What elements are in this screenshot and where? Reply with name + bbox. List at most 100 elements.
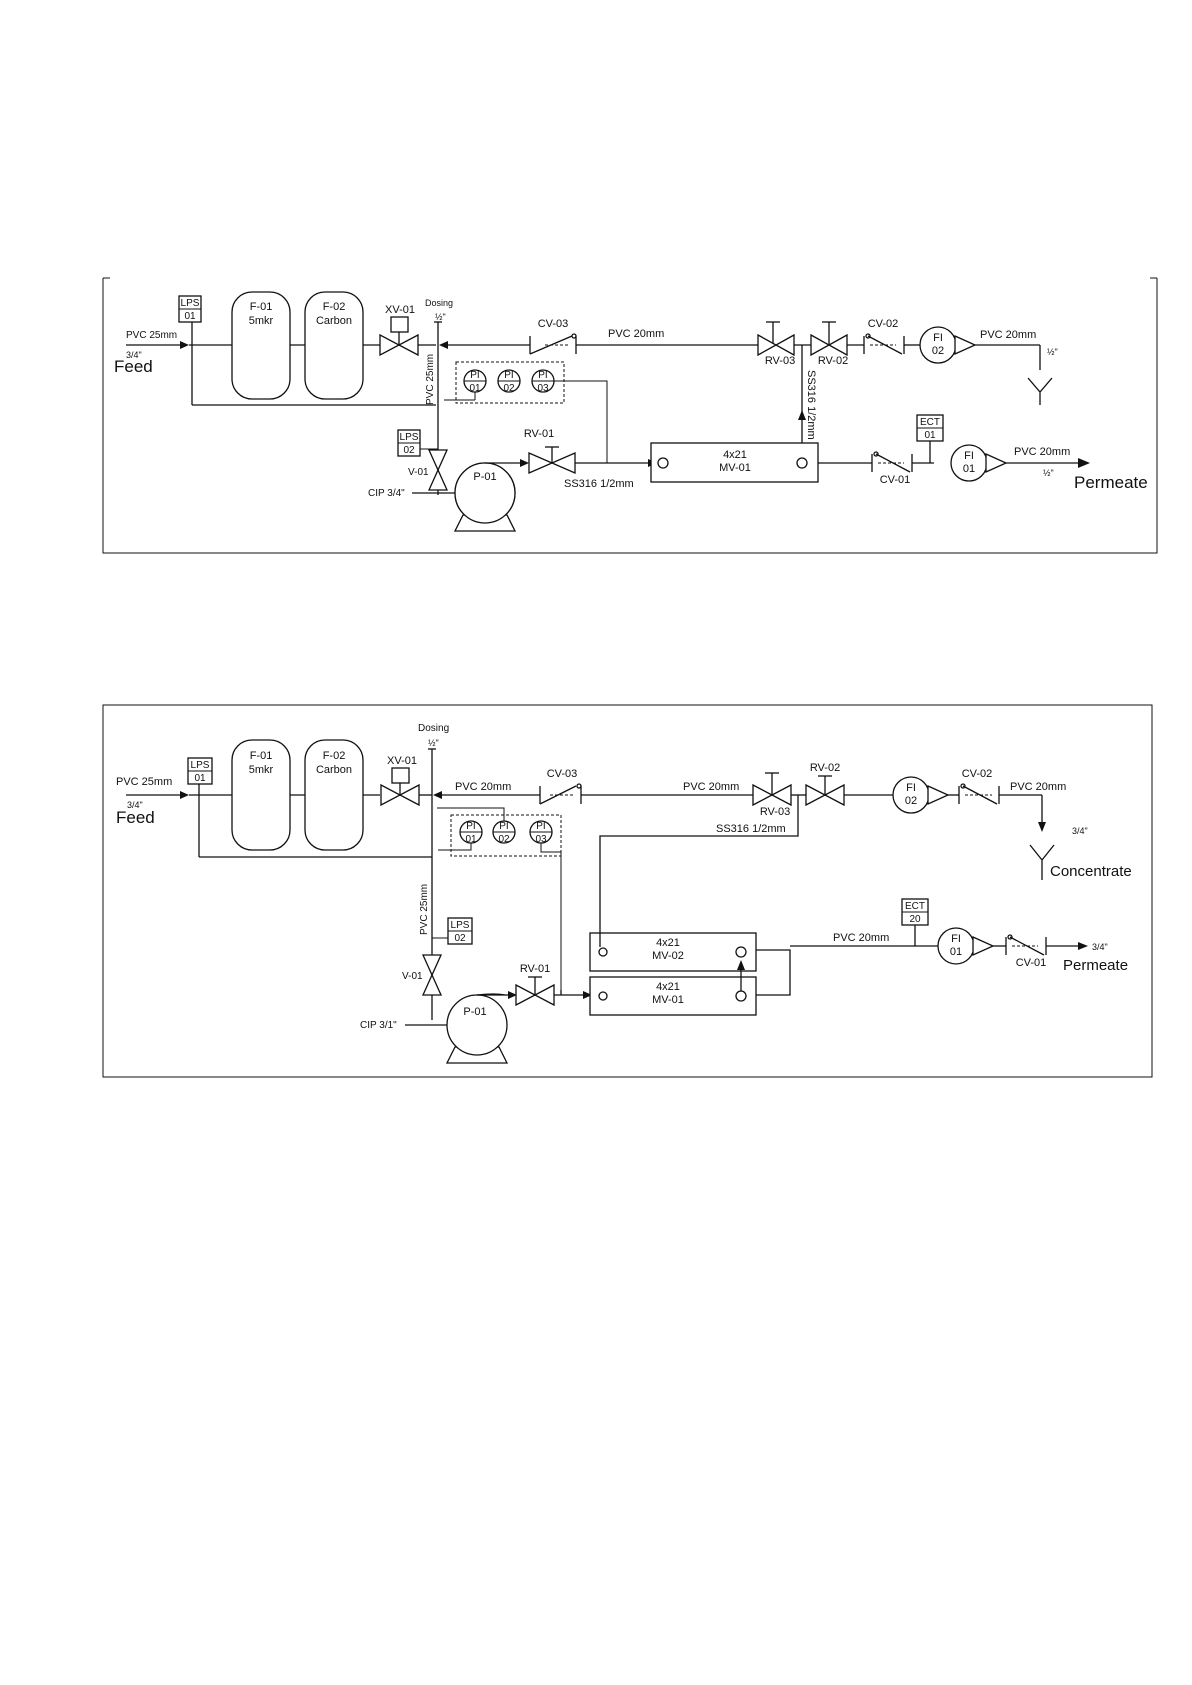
svg-text:LPS: LPS <box>181 298 200 309</box>
svg-text:FI: FI <box>933 332 943 344</box>
ss-pipe-label: SS316 1/2mm <box>716 823 786 835</box>
svg-text:01: 01 <box>184 311 196 322</box>
dosing-size: ½" <box>428 738 439 748</box>
pressure-gauge-pi01: PI 01 <box>459 820 483 845</box>
cip-label: CIP 3/1" <box>360 1020 397 1031</box>
svg-text:Carbon: Carbon <box>316 764 352 776</box>
diagram-2-frame <box>102 704 1153 1078</box>
svg-text:01: 01 <box>469 383 481 394</box>
diagram-1-frame <box>102 277 1158 554</box>
valve-rv02: RV-02 <box>810 321 848 367</box>
svg-text:CV-02: CV-02 <box>868 318 899 330</box>
valve-xv01: XV-01 <box>379 304 419 357</box>
valve-rv03: RV-03 <box>757 321 795 367</box>
svg-text:Carbon: Carbon <box>316 315 352 327</box>
check-valve-cv03: CV-03 <box>539 768 582 805</box>
svg-text:XV-01: XV-01 <box>385 304 415 316</box>
lps-01-instrument: LPS 01 <box>187 757 213 857</box>
vertical-pipe-label: PVC 25mm <box>419 884 430 935</box>
svg-text:CV-03: CV-03 <box>538 318 569 330</box>
svg-text:RV-02: RV-02 <box>818 355 848 367</box>
flow-indicator-fi01: FI 01 <box>937 927 995 965</box>
check-valve-cv02: CV-02 <box>958 768 1000 805</box>
feed-inlet: PVC 25mm 3/4" Feed <box>114 330 189 376</box>
filter-f02: F-02 Carbon <box>304 291 364 400</box>
membrane-vessel-mv01: 4x21 MV-01 <box>589 976 757 1016</box>
flow-arrow-icon <box>1038 822 1046 832</box>
flow-indicator-fi02: FI 02 <box>919 326 977 364</box>
flow-arrow-icon <box>520 459 529 467</box>
ss-pipe-label: SS316 1/2mm <box>564 478 634 490</box>
check-valve-cv02: CV-02 <box>863 318 905 355</box>
svg-text:PI: PI <box>466 821 475 832</box>
cip-label: CIP 3/4" <box>368 488 405 499</box>
svg-text:MV-02: MV-02 <box>652 950 684 962</box>
flow-indicator-fi02: FI 02 <box>892 776 950 814</box>
svg-text:F-02: F-02 <box>323 301 346 313</box>
outlet-size: 3/4" <box>1072 826 1088 836</box>
svg-text:ECT: ECT <box>920 417 940 428</box>
drain-funnel-icon <box>1029 844 1055 880</box>
svg-text:01: 01 <box>963 463 975 475</box>
feed-inlet: PVC 25mm 3/4" Feed <box>116 776 189 827</box>
valve-v01: V-01 <box>408 449 449 491</box>
svg-text:RV-01: RV-01 <box>524 428 554 440</box>
svg-text:FI: FI <box>964 450 974 462</box>
top-pipe-label: PVC 20mm <box>683 781 739 793</box>
svg-text:LPS: LPS <box>400 432 419 443</box>
diagram-2: PVC 25mm 3/4" Feed LPS 01 F-01 5mkr F-02 <box>102 704 1153 1078</box>
feed-pipe-label: PVC 25mm <box>116 776 172 788</box>
filter-f01: F-01 5mkr <box>231 739 291 851</box>
dosing-size: ½" <box>435 312 446 322</box>
svg-text:03: 03 <box>535 834 547 845</box>
vertical-pipe-label: PVC 25mm <box>425 354 436 405</box>
svg-text:02: 02 <box>454 933 466 944</box>
svg-text:02: 02 <box>403 445 415 456</box>
pi-gauge-group <box>455 361 565 404</box>
svg-text:02: 02 <box>498 834 510 845</box>
valve-rv01: RV-01 <box>515 963 555 1007</box>
svg-text:PI: PI <box>536 821 545 832</box>
permeate-label: Permeate <box>1063 957 1128 974</box>
svg-text:CV-03: CV-03 <box>547 768 578 780</box>
svg-text:02: 02 <box>932 345 944 357</box>
svg-text:FI: FI <box>951 933 961 945</box>
svg-text:F-01: F-01 <box>250 301 273 313</box>
permeate-pipe-label: PVC 20mm <box>833 932 889 944</box>
svg-text:XV-01: XV-01 <box>387 755 417 767</box>
svg-text:F-01: F-01 <box>250 750 273 762</box>
dosing-label: Dosing <box>418 723 449 734</box>
svg-text:LPS: LPS <box>451 920 470 931</box>
svg-text:01: 01 <box>924 430 936 441</box>
svg-text:P-01: P-01 <box>463 1006 486 1018</box>
svg-text:RV-02: RV-02 <box>810 762 840 774</box>
pump-p01: P-01 P-01 <box>453 462 525 532</box>
svg-text:P-01: P-01 <box>473 471 496 483</box>
svg-text:RV-03: RV-03 <box>765 355 795 367</box>
dosing-label: Dosing <box>425 298 453 308</box>
svg-text:V-01: V-01 <box>408 467 429 478</box>
flow-arrow-icon <box>508 991 517 999</box>
flow-arrow-icon <box>439 341 448 349</box>
permeate-pipe-label: PVC 20mm <box>1014 446 1070 458</box>
flow-arrow-icon <box>433 791 442 799</box>
flow-indicator-fi01: FI 01 <box>950 444 1008 482</box>
feed-label: Feed <box>114 357 153 376</box>
svg-text:4x21: 4x21 <box>656 937 680 949</box>
svg-text:PI: PI <box>470 370 479 381</box>
flow-arrow-icon <box>583 991 592 999</box>
svg-text:CV-02: CV-02 <box>962 768 993 780</box>
lps-02-instrument: LPS 02 <box>432 917 473 945</box>
pressure-gauge-pi02: PI 02 <box>497 369 521 394</box>
pressure-gauge-pi03: PI 03 <box>531 369 555 394</box>
pressure-gauge-pi01: PI 01 <box>463 369 487 394</box>
valve-rv03: RV-03 <box>752 772 792 818</box>
ect-20-instrument: ECT 20 <box>901 898 929 946</box>
ect-01-instrument: ECT 01 <box>916 414 944 463</box>
flow-arrow-icon <box>1078 458 1090 468</box>
svg-text:LPS: LPS <box>191 760 210 771</box>
svg-text:5mkr: 5mkr <box>249 764 274 776</box>
pressure-gauge-pi02: PI 02 <box>492 820 516 845</box>
svg-text:RV-01: RV-01 <box>520 963 550 975</box>
